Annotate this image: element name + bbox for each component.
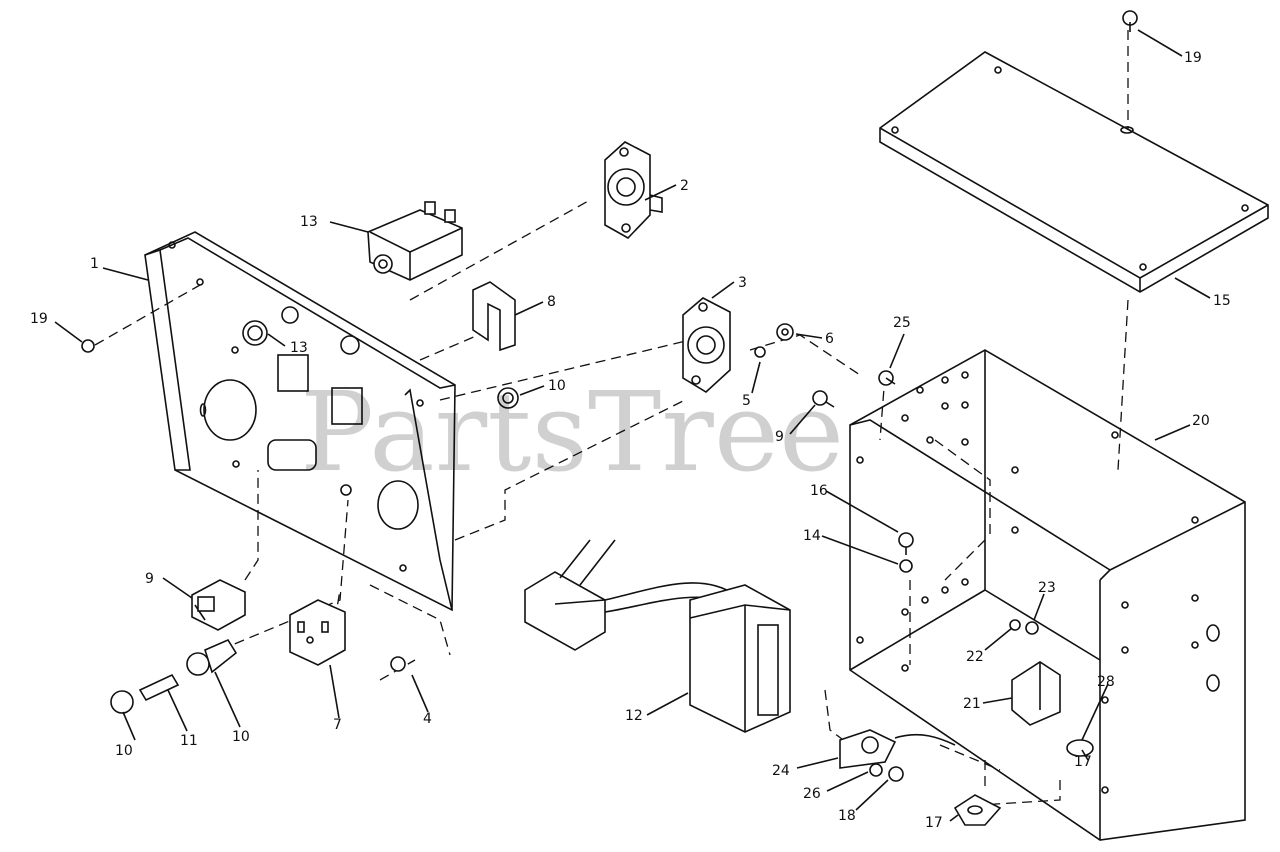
screw-19-left	[81, 339, 95, 353]
bracket-24	[839, 729, 956, 769]
callout-7: 7	[333, 717, 342, 733]
callout-17-grommet: 17	[1074, 754, 1092, 770]
callout-9-screw: 9	[775, 429, 784, 445]
callout-19-left: 19	[30, 311, 48, 327]
capacitor	[1011, 661, 1061, 726]
callout-11: 11	[180, 733, 198, 749]
module-box	[689, 584, 791, 733]
control-panel	[144, 231, 456, 612]
grommet-28	[1066, 739, 1094, 757]
screw-19-top	[1122, 10, 1138, 32]
screw-25	[878, 370, 896, 386]
bracket	[472, 281, 516, 352]
callout-10-cap: 10	[115, 743, 133, 759]
assembly-lines	[94, 30, 1129, 806]
callout-15: 15	[1213, 293, 1231, 309]
callout-26: 26	[803, 786, 821, 802]
fuse-holder	[186, 638, 238, 676]
fuse	[138, 673, 180, 702]
callout-13-bushing: 13	[290, 340, 308, 356]
callout-12: 12	[625, 708, 643, 724]
callout-28: 28	[1097, 674, 1115, 690]
callout-24: 24	[772, 763, 790, 779]
circuit-breaker	[367, 201, 463, 281]
top-cover-plate	[879, 51, 1269, 293]
callout-21: 21	[963, 696, 981, 712]
callout-16: 16	[810, 483, 828, 499]
washer-14	[899, 559, 913, 573]
nut-18	[888, 766, 904, 782]
callout-4: 4	[423, 711, 432, 727]
callout-5: 5	[742, 393, 751, 409]
screw-16	[898, 532, 914, 555]
callout-22: 22	[966, 649, 984, 665]
screw-9-right	[812, 390, 835, 408]
callout-1: 1	[90, 256, 99, 272]
strain-relief-17	[953, 794, 1002, 826]
callout-10-holder: 10	[232, 729, 250, 745]
housing-holes	[856, 371, 1220, 794]
receptacle-twist-lock-lower	[682, 297, 731, 393]
leader-lines	[54, 29, 1211, 822]
callout-6: 6	[825, 331, 834, 347]
rocker-switch	[191, 579, 246, 631]
washer-5	[754, 346, 766, 358]
callout-2: 2	[680, 178, 689, 194]
callout-25: 25	[893, 315, 911, 331]
watermark-text: PartsTree	[300, 368, 844, 496]
screw-4	[390, 656, 406, 672]
callout-13-breaker: 13	[300, 214, 318, 230]
callout-23: 23	[1038, 580, 1056, 596]
callout-3: 3	[738, 275, 747, 291]
callout-14: 14	[803, 528, 821, 544]
callout-labels: 1 2 3 4 5 6 7 8 9 9 10 10 10 11 12 13 13…	[30, 50, 1231, 831]
housing-box	[849, 349, 1246, 841]
bushing-upper	[497, 387, 519, 409]
wire-connector-plug	[524, 539, 616, 651]
fuse-cap	[110, 690, 134, 714]
duplex-outlet	[289, 599, 346, 666]
nut-23	[1025, 621, 1039, 635]
nut-6	[776, 323, 794, 341]
callout-8: 8	[547, 294, 556, 310]
callout-17-strain-relief: 17	[925, 815, 943, 831]
washer-22	[1009, 619, 1021, 631]
callout-10-bushing: 10	[548, 378, 566, 394]
washer-26	[869, 763, 883, 777]
receptacle-twist-lock-upper	[604, 141, 663, 240]
callout-9-switch: 9	[145, 571, 154, 587]
callout-20: 20	[1192, 413, 1210, 429]
callout-19-top: 19	[1184, 50, 1202, 66]
callout-18: 18	[838, 808, 856, 824]
